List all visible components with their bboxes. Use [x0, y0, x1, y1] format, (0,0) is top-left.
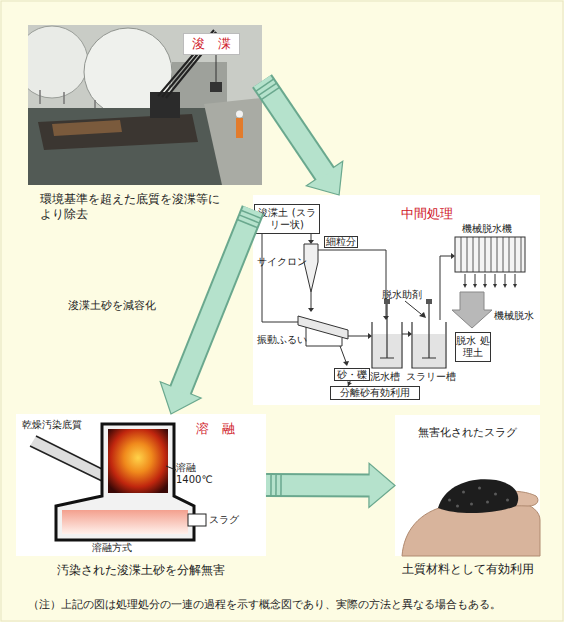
slag-tap [188, 514, 206, 526]
slag-panel-bg [395, 415, 540, 556]
furnace-fire [108, 429, 168, 493]
arrow-stripe [275, 474, 277, 496]
box-label: 浚渫土 (スラリー状) [255, 207, 319, 231]
process-box: 砂・礫 [334, 368, 370, 381]
worker [236, 118, 243, 138]
process-box: 脱水 処理土 [455, 332, 491, 362]
arrow-stripe [239, 215, 259, 223]
flow-arrow [256, 79, 343, 195]
box-label: 砂・礫 [337, 369, 367, 381]
arrow-body-outline [262, 81, 325, 173]
melting-furnace [56, 424, 194, 540]
box-label: 脱水 処理土 [456, 335, 490, 359]
stirrers [380, 304, 436, 358]
arrow-stripe [261, 87, 279, 99]
part-label: サイクロン [257, 256, 307, 268]
panel-title: 浚 渫 [183, 33, 240, 55]
process-panel-bg [253, 195, 540, 405]
arrow-stripe [270, 474, 272, 496]
press-plates [461, 237, 521, 272]
discharge-arrow [452, 292, 492, 328]
node-caption: 土質材料として有効利用 [395, 562, 540, 577]
arrow-stripe [256, 79, 274, 91]
flow-arrow [266, 463, 395, 507]
arrow-head [347, 381, 352, 386]
photo-panel: 浚 渫環境基準を超えた底質を浚渫等により除去 [28, 25, 262, 185]
crane-cab [150, 92, 180, 118]
gas-tank [28, 26, 88, 98]
molten-bath [62, 510, 188, 534]
box-label: 細粒分 [326, 236, 356, 248]
arrow-head [369, 463, 395, 507]
barge-cargo [52, 120, 122, 136]
tanks [372, 322, 446, 368]
part-label: スラリー槽 [406, 371, 456, 383]
edge-label: 浚渫土砂を減容化 [68, 298, 156, 313]
arrow-stripe [258, 83, 276, 95]
arrow-body [266, 475, 371, 495]
feed-chute-wall [30, 436, 108, 482]
part-label: 振動ふるい [257, 334, 307, 346]
arrow-stripe [280, 474, 282, 496]
leader-line [166, 466, 176, 470]
node-caption: 環境基準を超えた底質を浚渫等により除去 [40, 192, 230, 222]
connector-line [348, 381, 350, 386]
melting-panel: 溶 融汚染された浚渫土砂を分解無害 [16, 414, 266, 556]
part-label: 乾燥汚染底質 [22, 419, 82, 431]
filter-press [455, 237, 525, 272]
feed-chute [30, 436, 108, 482]
part-label: スラグ [209, 514, 239, 526]
arrow-body [262, 81, 326, 175]
arrow-body-outline [266, 473, 369, 497]
part-label: 溶融方式 [92, 542, 132, 554]
quay-wall [204, 98, 262, 185]
arrow-head [160, 382, 201, 414]
process-box: 浚渫土 (スラリー状) [254, 204, 320, 234]
flow-arrow [160, 210, 261, 414]
worker-helmet [236, 111, 243, 118]
photo-label: 無害化されたスラグ [395, 425, 540, 440]
panel-title: 溶 融 [196, 420, 235, 438]
screen-base [306, 327, 342, 346]
part-label: 泥水槽 [370, 371, 400, 383]
diagram-caption: （注）上記の図は処理処分の一連の過程を示す概念図であり、実際の方法と異なる場合も… [28, 598, 558, 612]
slag-grains [448, 487, 509, 508]
box-label: 分離砂有効利用 [340, 387, 410, 399]
arrow-stripe [241, 210, 261, 218]
node-caption: 汚染された浚渫土砂を分解無害 [16, 562, 266, 579]
grab-bucket [210, 82, 222, 92]
part-label: 溶融 1400℃ [176, 462, 216, 486]
dredging-photo [28, 25, 262, 185]
process-arrow [347, 381, 352, 386]
cyclone [304, 244, 318, 292]
process-box: 細粒分 [324, 236, 358, 248]
part-label: 機械脱水 [494, 310, 534, 322]
slag-panel: 無害化されたスラグ土質材料として有効利用 [395, 415, 540, 556]
process-box: 分離砂有効利用 [330, 386, 420, 400]
barge [38, 114, 198, 150]
arrow-body [180, 210, 253, 392]
part-label: 機械脱水機 [462, 223, 512, 235]
slag-pile [438, 479, 518, 513]
arrow-body-outline [181, 210, 253, 390]
panel-title: 中間処理 [401, 205, 453, 223]
part-label: 脱水助剤 [382, 289, 422, 301]
arrow-stripe [237, 220, 257, 228]
arrow-head [306, 161, 342, 195]
melting-panel-bg [16, 414, 266, 556]
